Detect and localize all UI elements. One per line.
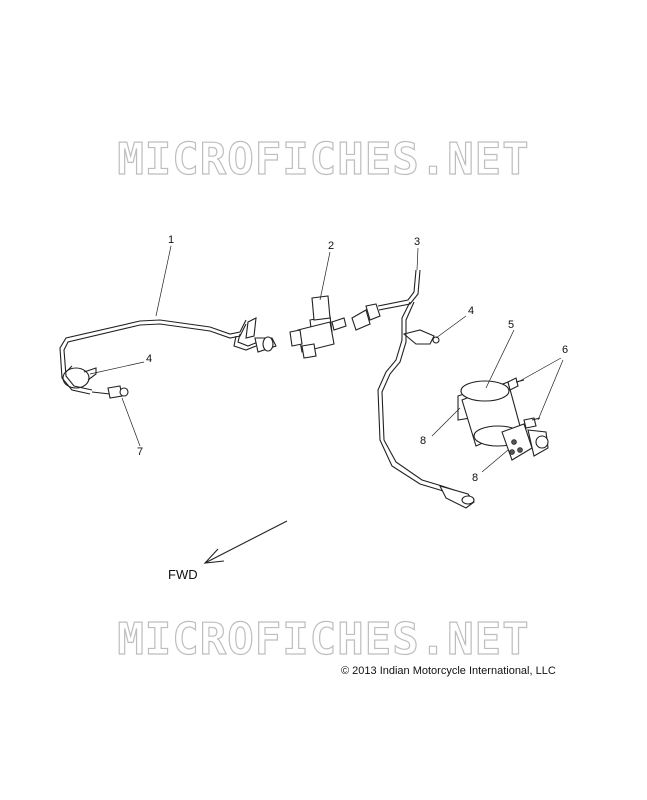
callout-3: 3: [414, 236, 420, 248]
fwd-arrow: [203, 520, 288, 564]
watermark-top: MICROFICHES.NET: [117, 133, 530, 185]
clamp-part-4-right: [402, 329, 440, 345]
fitting-part-7: [91, 385, 129, 399]
callout-4-right: 4: [468, 305, 474, 317]
callout-1: 1: [168, 234, 174, 246]
callout-7: 7: [137, 446, 143, 458]
copyright-text: © 2013 Indian Motorcycle International, …: [341, 665, 556, 677]
watermark-bottom: MICROFICHES.NET: [117, 613, 530, 665]
callout-6: 6: [562, 344, 568, 356]
callout-4-left: 4: [146, 353, 152, 365]
callout-2: 2: [328, 240, 334, 252]
clamp-part-4-left: [62, 365, 97, 389]
fwd-label: FWD: [168, 567, 198, 582]
callout-8-lower: 8: [472, 472, 478, 484]
hose-part-3: [351, 269, 475, 509]
callout-5: 5: [508, 319, 514, 331]
callout-8-upper: 8: [420, 435, 426, 447]
valve-part-2: [289, 295, 347, 359]
hose-part-1: [59, 317, 277, 395]
leader-lines: [89, 245, 564, 473]
canister-part-5: [457, 380, 549, 461]
bolts-part-6: [507, 377, 541, 429]
